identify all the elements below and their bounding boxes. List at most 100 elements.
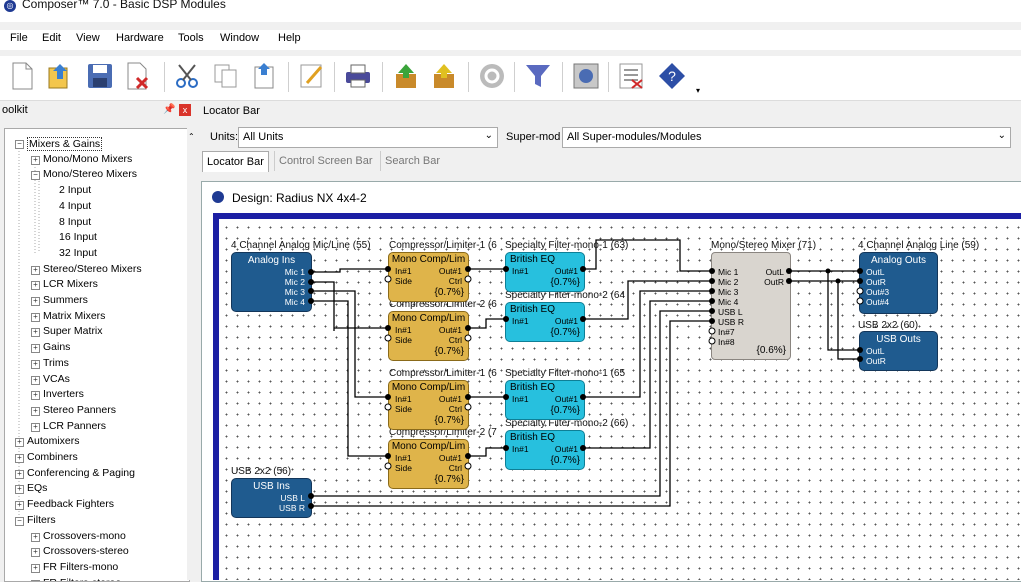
tree-item[interactable]: 2 Input	[59, 184, 92, 197]
pin-icon[interactable]: 📌	[163, 104, 176, 115]
expand-icon[interactable]: +	[31, 312, 40, 322]
tree-item[interactable]: Stereo Panners	[43, 403, 116, 416]
usb-outs-block[interactable]: USB Outs OutL OutR	[859, 331, 938, 371]
expand-icon[interactable]: +	[31, 422, 40, 432]
tree-item[interactable]: 8 Input	[59, 215, 92, 228]
tree-item[interactable]: Conferencing & Paging	[27, 466, 135, 479]
expand-icon[interactable]: +	[31, 548, 40, 558]
expand-icon[interactable]: +	[31, 281, 40, 291]
comp-limiter-block-4[interactable]: Mono Comp/Lim In#1 Side Out#1 Ctrl {0.7%…	[388, 439, 469, 489]
expand-icon[interactable]: +	[31, 265, 40, 275]
tab-control-screen-bar[interactable]: Control Screen Bar	[274, 151, 377, 171]
close-icon[interactable]: x	[179, 104, 191, 116]
tree-item[interactable]: FR Filters-stereo	[43, 577, 121, 581]
tree-item[interactable]: LCR Mixers	[43, 278, 98, 291]
expand-icon[interactable]: +	[15, 501, 24, 511]
tree-item[interactable]: Super Matrix	[43, 325, 103, 338]
new-file-icon[interactable]	[6, 60, 38, 92]
menu-view[interactable]: View	[76, 32, 100, 44]
filter-icon[interactable]	[522, 60, 554, 92]
comp-limiter-block-1[interactable]: Mono Comp/Lim In#1 Side Out#1 Ctrl {0.7%…	[388, 252, 469, 302]
british-eq-block-4[interactable]: British EQ In#1 Out#1 {0.7%}	[505, 430, 585, 470]
british-eq-block-1[interactable]: British EQ In#1 Out#1 {0.7%}	[505, 252, 585, 292]
collapse-icon[interactable]: −	[15, 140, 24, 149]
expand-icon[interactable]: +	[15, 469, 24, 479]
super-module-select[interactable]: All Super-modules/Modules ⌄	[562, 127, 1011, 148]
paste-icon[interactable]	[248, 60, 280, 92]
tree-item[interactable]: EQs	[27, 482, 48, 495]
tree-item[interactable]: Mono/Stereo Mixers	[43, 168, 137, 181]
tree-item[interactable]: Trims	[43, 356, 69, 369]
tree-item[interactable]: VCAs	[43, 372, 70, 385]
expand-icon[interactable]: +	[31, 344, 40, 354]
save-icon[interactable]	[84, 60, 116, 92]
list-icon[interactable]	[616, 60, 648, 92]
refresh-icon[interactable]	[476, 60, 508, 92]
tree-item[interactable]: Mixers & Gains	[27, 137, 103, 151]
tab-locator-bar[interactable]: Locator Bar	[202, 151, 269, 172]
tree-item[interactable]: Crossovers-mono	[43, 529, 126, 542]
menu-tools[interactable]: Tools	[178, 32, 204, 44]
expand-icon[interactable]: +	[31, 532, 40, 542]
units-select[interactable]: All Units ⌄	[238, 127, 498, 148]
cut-icon[interactable]	[172, 60, 204, 92]
collapse-icon[interactable]: −	[31, 171, 40, 181]
tree-item[interactable]: Summers	[43, 294, 88, 306]
design-canvas[interactable]	[219, 219, 1021, 580]
tree-item[interactable]: LCR Panners	[43, 419, 107, 432]
tree-item[interactable]: Gains	[43, 341, 71, 354]
menu-help[interactable]: Help	[278, 32, 301, 44]
expand-icon[interactable]: +	[31, 391, 40, 401]
menu-window[interactable]: Window	[220, 32, 260, 44]
tree-item[interactable]: Mono/Mono Mixers	[43, 152, 133, 165]
expand-icon[interactable]: +	[15, 485, 24, 495]
menu-file[interactable]: File	[10, 32, 28, 44]
british-eq-block-2[interactable]: British EQ In#1 Out#1 {0.7%}	[505, 302, 585, 342]
tab-search-bar[interactable]: Search Bar	[380, 151, 444, 171]
expand-icon[interactable]: +	[31, 406, 40, 416]
expand-icon[interactable]: +	[31, 359, 40, 369]
tree-item[interactable]: Inverters	[43, 388, 84, 401]
expand-icon[interactable]: +	[31, 155, 40, 165]
tree-item[interactable]: Automixers	[27, 435, 80, 448]
print-icon[interactable]	[342, 60, 374, 92]
toolkit-scrollbar[interactable]: ⌃	[187, 128, 197, 580]
tree-item[interactable]: Filters	[27, 513, 56, 526]
analog-outs-block[interactable]: Analog Outs OutL OutR Out#3 Out#4	[859, 252, 938, 314]
tree-item[interactable]: 4 Input	[59, 199, 92, 212]
tree-item[interactable]: 16 Input	[59, 231, 97, 244]
block-title: British EQ	[510, 304, 556, 315]
menu-hardware[interactable]: Hardware	[116, 32, 164, 44]
expand-icon[interactable]: +	[31, 563, 40, 573]
edit-icon[interactable]	[296, 60, 328, 92]
tree-item[interactable]: Matrix Mixers	[43, 309, 106, 322]
preview-icon[interactable]	[570, 60, 602, 92]
expand-icon[interactable]: +	[15, 454, 24, 463]
tree-item[interactable]: 32 Input	[59, 246, 97, 259]
british-eq-block-3[interactable]: British EQ In#1 Out#1 {0.7%}	[505, 380, 585, 420]
copy-icon[interactable]	[210, 60, 242, 92]
comp-limiter-block-2[interactable]: Mono Comp/Lim In#1 Side Out#1 Ctrl {0.7%…	[388, 311, 469, 361]
compile-icon[interactable]	[390, 60, 422, 92]
open-file-icon[interactable]	[44, 60, 76, 92]
usb-ins-block[interactable]: USB Ins USB L USB R	[231, 478, 312, 518]
expand-icon[interactable]: +	[31, 375, 40, 385]
analog-ins-block[interactable]: Analog Ins Mic 1 Mic 2 Mic 3 Mic 4	[231, 252, 312, 312]
mono-stereo-mixer-block[interactable]: Mic 1 Mic 2 Mic 3 Mic 4 USB L USB R In#7…	[711, 252, 791, 360]
close-file-icon[interactable]	[122, 60, 154, 92]
tree-item[interactable]: Crossovers-stereo	[43, 545, 129, 558]
scroll-up-icon[interactable]: ⌃	[188, 132, 195, 141]
expand-icon[interactable]: +	[31, 328, 40, 338]
expand-icon[interactable]: +	[15, 438, 24, 448]
tree-item[interactable]: Stereo/Stereo Mixers	[43, 262, 142, 275]
toolbar-overflow-icon[interactable]: ▾	[696, 86, 701, 95]
tree-item[interactable]: FR Filters-mono	[43, 560, 119, 573]
tree-item[interactable]: Feedback Fighters	[27, 498, 114, 511]
send-icon[interactable]	[428, 60, 460, 92]
tree-item[interactable]: Combiners	[27, 451, 78, 463]
expand-icon[interactable]: +	[31, 297, 40, 306]
collapse-icon[interactable]: −	[15, 516, 24, 526]
comp-limiter-block-3[interactable]: Mono Comp/Lim In#1 Side Out#1 Ctrl {0.7%…	[388, 380, 469, 430]
menu-edit[interactable]: Edit	[42, 32, 61, 44]
help-icon[interactable]: ?	[656, 60, 688, 92]
